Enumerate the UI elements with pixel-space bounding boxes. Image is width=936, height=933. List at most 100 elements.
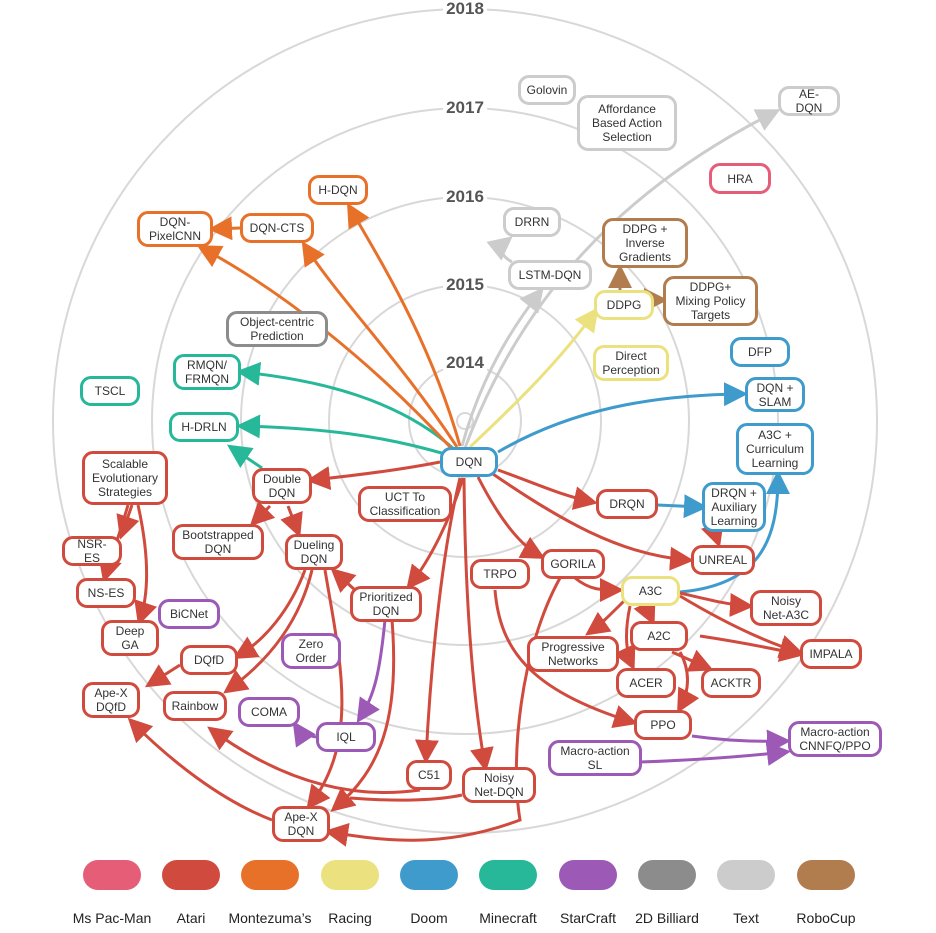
node-aedqn: AE-DQN [778, 86, 840, 116]
node-hra: HRA [709, 163, 771, 194]
edge-prioritized-dueling [330, 567, 357, 593]
node-dfp: DFP [730, 337, 790, 367]
node-gorila: GORILA [541, 549, 605, 579]
legend-swatch-7 [638, 860, 696, 890]
legend-swatch-5 [479, 860, 537, 890]
legend-swatch-8 [717, 860, 775, 890]
legend-label-0: Ms Pac-Man [72, 910, 152, 926]
edge-gorila-a3c [574, 576, 624, 602]
node-drrn: DRRN [503, 207, 561, 237]
node-coma: COMA [238, 697, 300, 727]
edge-dqn-dqncts [301, 240, 459, 448]
edge-dqn-hdqn [347, 202, 462, 447]
edge-a2c-acktr [671, 649, 714, 672]
legend-swatch-2 [241, 860, 299, 890]
edge-ppo-macrocnnfq [691, 729, 791, 754]
node-dqn-slam: DQN + SLAM [745, 377, 805, 412]
edge-a3c-acer [613, 605, 636, 671]
node-c51: C51 [406, 760, 452, 790]
node-scalable-es: Scalable Evolutionary Strategies [82, 451, 168, 505]
edge-a2c-impala [699, 634, 804, 662]
node-apex-dqfd: Ape-X DQfD [82, 682, 140, 718]
node-nsr-es: NSR-ES [62, 536, 122, 566]
edge-dueling-dqfd [232, 569, 307, 660]
node-ns-es: NS-ES [76, 578, 136, 608]
edge-doubledqn-hdrln [227, 444, 263, 470]
edge-dqn-prioritized [406, 477, 465, 590]
legend-label-9: RoboCup [796, 910, 856, 926]
legend-label-8: Text [733, 910, 759, 926]
edge-dueling-apexdqn [306, 569, 344, 810]
legend-label-7: 2D Billiard [635, 910, 699, 926]
edge-prioritized-iql [356, 619, 387, 724]
legend-swatch-1 [162, 860, 220, 890]
node-trpo: TRPO [470, 559, 530, 589]
legend-label-2: Montezuma’s [228, 910, 312, 926]
node-noisy-dqn: Noisy Net-DQN [462, 767, 536, 803]
node-rmqn: RMQN/ FRMQN [173, 354, 241, 390]
legend-swatch-0 [83, 860, 141, 890]
node-zero-order: Zero Order [281, 633, 341, 669]
edge-dqncts-dqnpixel [208, 216, 241, 241]
edge-a2c-ppo [677, 651, 700, 714]
year-label-2014: 2014 [443, 353, 487, 373]
edge-scalable-deepga [134, 504, 158, 626]
edge-apexdqn-apexdqfd [127, 717, 273, 822]
edge-drqnaux-unreal [700, 521, 724, 548]
edge-doubledqn-dueling [280, 505, 303, 538]
node-prioritized: Prioritized DQN [350, 586, 422, 622]
year-label-2016: 2016 [443, 187, 487, 207]
node-uct: UCT To Classification [358, 486, 452, 522]
node-double-dqn: Double DQN [252, 468, 312, 504]
node-acktr: ACKTR [701, 668, 761, 698]
edge-dueling-rainbow [223, 569, 314, 694]
edge-macrosl-macrocnnfq [639, 742, 791, 766]
node-dqfd: DQfD [180, 645, 238, 675]
legend-swatch-4 [400, 860, 458, 890]
edge-dqn-gorila [476, 476, 546, 559]
edge-dqn-drqn [497, 468, 598, 510]
node-macro-cnnfq: Macro-action CNNFQ/PPO [788, 721, 882, 757]
node-tscl: TSCL [80, 376, 140, 406]
node-deep-ga: Deep GA [101, 620, 159, 656]
edge-dqn-aedqn [463, 109, 781, 449]
node-dueling-dqn: Dueling DQN [285, 534, 343, 570]
node-dqn-cts: DQN-CTS [240, 213, 314, 243]
year-label-2017: 2017 [443, 98, 487, 118]
node-direct-perception: Direct Perception [593, 345, 669, 381]
node-ddpg: DDPG [594, 290, 654, 320]
node-acer: ACER [616, 668, 676, 698]
node-object-centric: Object-centric Prediction [226, 311, 328, 347]
node-progressive: Progressive Networks [527, 636, 619, 672]
year-label-2015: 2015 [443, 275, 487, 295]
edge-dqn-hdrln [236, 414, 446, 456]
edge-dqn-ddpg [468, 307, 599, 449]
node-ppo: PPO [634, 710, 692, 740]
node-a2c: A2C [630, 621, 688, 651]
node-drqn-aux: DRQN + Auxiliary Learning [702, 482, 766, 532]
edge-c51-rainbow [207, 726, 421, 794]
ring-center [456, 412, 474, 430]
edge-a3c-noisya3c [679, 591, 754, 617]
node-lstmdqn: LSTM-DQN [508, 260, 592, 290]
legend-swatch-3 [321, 860, 379, 890]
edge-dqn-noisydqn [462, 477, 494, 772]
node-dqn: DQN [440, 447, 498, 477]
legend-label-3: Racing [328, 910, 372, 926]
year-label-2018: 2018 [443, 0, 487, 19]
node-affordance: Affordance Based Action Selection [577, 95, 677, 151]
node-ddpg-mpt: DDPG+ Mixing Policy Targets [663, 276, 758, 326]
node-impala: IMPALA [800, 639, 862, 669]
edge-dqn-lstmdqn [460, 287, 544, 447]
node-bicnet: BiCNet [158, 599, 220, 629]
node-bootstrapped: Bootstrapped DQN [172, 524, 264, 560]
node-dqn-pixelcnn: DQN- PixelCNN [137, 211, 213, 247]
edge-dqn-unreal [489, 470, 694, 571]
node-hdqn: H-DQN [308, 175, 368, 205]
edge-dqn-doubledqn [306, 460, 441, 491]
edge-a3c-a2c [633, 598, 656, 626]
edge-drqn-drqnaux [656, 494, 708, 519]
legend-label-6: StarCraft [559, 910, 616, 926]
legend-label-5: Minecraft [479, 910, 537, 926]
node-macro-sl: Macro-action SL [548, 740, 642, 776]
